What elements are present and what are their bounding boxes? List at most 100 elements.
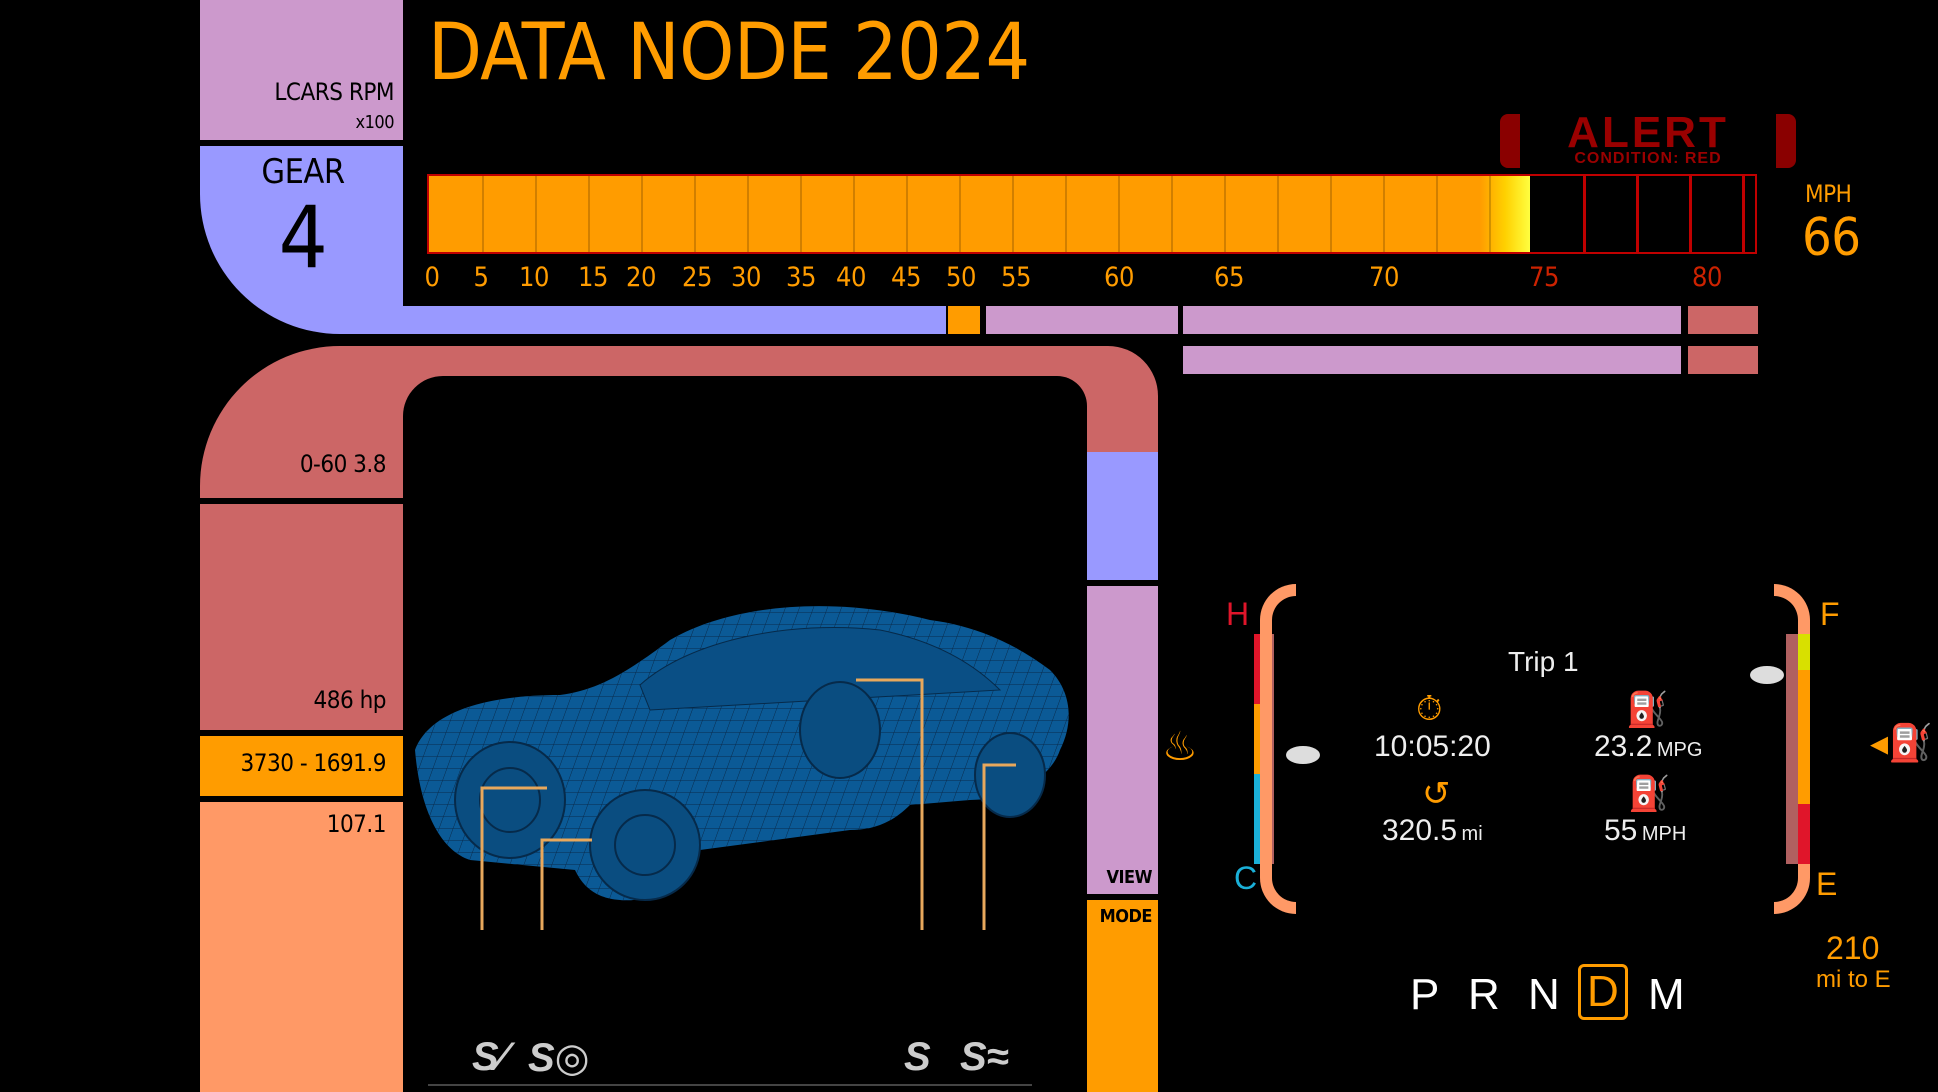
coolant-temp-icon: ♨: [1162, 725, 1198, 769]
rpm-tick-label: 35: [786, 262, 816, 293]
fuel-gauge-empty-label: E: [1816, 866, 1838, 902]
car-wireframe: [415, 606, 1069, 930]
rpm-bar-segment: [1383, 176, 1385, 252]
sport-exhaust-icon[interactable]: S≈: [960, 1035, 1009, 1079]
rpm-bar-segment: [694, 176, 696, 252]
trip-economy: 23.2 MPG: [1594, 730, 1702, 764]
trip-title: Trip 1: [1508, 646, 1579, 677]
alert-badge: ALERT CONDITION: RED: [1500, 108, 1796, 168]
rpm-bar-redline-segment: [1583, 176, 1586, 252]
sport-mode-icon[interactable]: S: [904, 1035, 931, 1079]
avg-speed-icon: ⛽: [1628, 775, 1671, 813]
trip-economy-value: 23.2: [1594, 730, 1653, 763]
callout-lines: [480, 678, 1016, 930]
temp-gauge-cold-label: C: [1234, 860, 1258, 896]
fuel-pump-icon: ◂⛽: [1870, 722, 1933, 763]
rpm-bar-segment: [800, 176, 802, 252]
trip-distance: 320.5 mi: [1382, 814, 1483, 848]
rpm-tick-label: 5: [473, 262, 489, 293]
rpm-tick-label: 50: [946, 262, 976, 293]
rpm-bar-segment: [588, 176, 590, 252]
accent-bar-lilac-3: [1183, 346, 1681, 374]
rpm-bar: [427, 174, 1757, 254]
rpm-panel-label: LCARS RPM: [274, 78, 394, 106]
rpm-bar-glow: [1480, 176, 1530, 252]
car-rear-wheel: [799, 681, 881, 779]
trip-avg-speed: 55 MPH: [1604, 814, 1686, 848]
range-unit: mi to E: [1816, 966, 1891, 993]
rpm-bar-segment: [1277, 176, 1279, 252]
extra-stat: 107.1: [326, 810, 387, 838]
weight-block: [200, 736, 403, 796]
rpm-bar-segment: [1224, 176, 1226, 252]
extra-block: [200, 802, 403, 1092]
rpm-bar-segment: [906, 176, 908, 252]
weight: 3730 - 1691.9: [240, 749, 387, 777]
range-value: 210: [1826, 930, 1880, 966]
fuel-gauge-full-label: F: [1820, 596, 1840, 632]
rpm-tick-label: 40: [836, 262, 866, 293]
view-label: VIEW: [1106, 867, 1153, 888]
speed-unit: MPH: [1805, 180, 1852, 208]
rpm-bar-segment: [747, 176, 749, 252]
rpm-tick-label: 25: [682, 262, 712, 293]
mode-button[interactable]: MODE: [1087, 900, 1158, 1092]
accent-bar-lilac-2: [1183, 306, 1681, 334]
view-button[interactable]: VIEW: [1087, 586, 1158, 894]
rpm-bar-segment: [1012, 176, 1014, 252]
trip-avg-speed-unit: MPH: [1641, 823, 1687, 845]
gear-position-r[interactable]: R: [1468, 970, 1500, 1019]
rpm-bar-redline-segment: [1742, 176, 1745, 252]
car-rear-wheel-2: [974, 732, 1046, 818]
rpm-tick-label: 75: [1529, 262, 1559, 293]
gear-position-p[interactable]: P: [1410, 970, 1440, 1019]
fuel-gauge-needle: [1750, 666, 1784, 684]
trip-avg-speed-value: 55: [1604, 814, 1638, 847]
rpm-bar-segment: [853, 176, 855, 252]
zero-to-sixty: 0-60 3.8: [299, 450, 387, 478]
rpm-bar-segment: [1171, 176, 1173, 252]
rpm-tick-label: 65: [1214, 262, 1244, 293]
rpm-bar-segment: [1330, 176, 1332, 252]
rpm-tick-label: 10: [519, 262, 549, 293]
gear-value: 4: [278, 188, 328, 288]
rpm-bar-segment: [1118, 176, 1120, 252]
rpm-bar-segment: [959, 176, 961, 252]
rpm-tick-label: 20: [626, 262, 656, 293]
speed-value: 66: [1802, 208, 1861, 268]
accent-bar-salmon-1: [1688, 306, 1758, 334]
page-title: DATA NODE 2024: [428, 8, 1030, 98]
sport-suspension-icon[interactable]: S∕: [472, 1035, 506, 1079]
gear-position-d[interactable]: D: [1578, 964, 1628, 1020]
rpm-tick-label: 80: [1692, 262, 1722, 293]
accent-bar-orange: [948, 306, 980, 334]
fuel-gauge-bar: [1786, 634, 1810, 864]
fuel-economy-icon: ⛽: [1626, 691, 1669, 729]
trip-distance-unit: mi: [1461, 823, 1483, 845]
rpm-bar-segment: [1065, 176, 1067, 252]
sport-steering-icon[interactable]: S◎: [528, 1036, 590, 1080]
rpm-tick-label: 60: [1104, 262, 1134, 293]
rpm-tick-label: 15: [578, 262, 608, 293]
horsepower: 486 hp: [313, 686, 387, 714]
rpm-bar-redline-segment: [1636, 176, 1639, 252]
alert-subtitle: CONDITION: RED: [1574, 150, 1722, 167]
rpm-bar-segment: [1436, 176, 1438, 252]
icon-underline: [428, 1084, 1032, 1086]
stats-elbow-inner-fill: [403, 420, 1087, 500]
distance-icon: ↺: [1422, 775, 1451, 813]
gear-elbow-bar: [380, 306, 946, 334]
rpm-bar-segment: [482, 176, 484, 252]
rpm-tick-label: 70: [1369, 262, 1399, 293]
rpm-tick-label: 45: [891, 262, 921, 293]
temp-gauge-needle: [1286, 746, 1320, 764]
rpm-tick-label: 0: [424, 262, 440, 293]
gear-position-n[interactable]: N: [1528, 970, 1560, 1019]
trip-time: 10:05:20: [1374, 730, 1491, 763]
gear-position-m[interactable]: M: [1648, 970, 1685, 1019]
trip-distance-value: 320.5: [1382, 814, 1458, 847]
gear-label: GEAR: [261, 152, 345, 192]
mode-label: MODE: [1099, 906, 1153, 927]
rpm-bar-redline-segment: [1689, 176, 1692, 252]
temp-gauge-hot-label: H: [1226, 596, 1250, 632]
